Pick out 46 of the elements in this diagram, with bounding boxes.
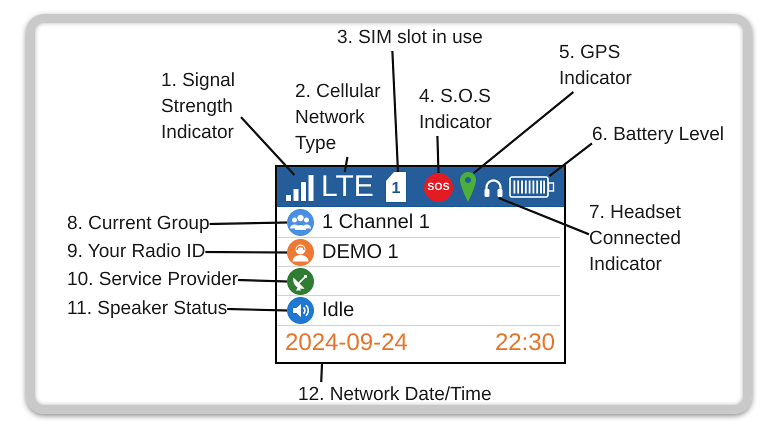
leader-line xyxy=(436,136,440,174)
user-icon xyxy=(287,239,314,266)
network-type-label: LTE xyxy=(321,172,374,202)
sim-card: 1 xyxy=(386,172,406,202)
location-pin-icon xyxy=(460,172,476,202)
date-text: 2024-09-24 xyxy=(285,329,408,357)
time-text: 22:30 xyxy=(494,329,555,357)
device-screen xyxy=(275,165,566,364)
list-row xyxy=(277,267,560,296)
leader-line xyxy=(227,308,288,312)
callout-label: 5. GPS Indicator xyxy=(559,40,639,92)
speaker-icon xyxy=(287,297,314,324)
callout-label: 7. Headset Connected Indicator xyxy=(589,200,695,278)
signal-bars-icon xyxy=(286,175,314,201)
leader-line xyxy=(205,250,287,254)
list-row xyxy=(277,207,560,238)
callout-label: 8. Current Group xyxy=(67,211,210,237)
callout-label: 1. Signal Strength Indicator xyxy=(161,68,241,146)
list-row xyxy=(277,296,560,326)
callout-label: 11. Speaker Status xyxy=(67,296,228,322)
leader-line xyxy=(240,116,296,176)
leader-line xyxy=(344,156,349,172)
list-row xyxy=(277,238,560,267)
callout-label: 12. Network Date/Time xyxy=(298,382,492,408)
leader-line xyxy=(498,196,590,236)
leader-line xyxy=(472,91,574,174)
radio-id-text: DEMO 1 xyxy=(322,240,399,264)
callout-label: 9. Your Radio ID xyxy=(67,239,206,265)
leader-line xyxy=(391,50,400,172)
sos-indicator: SOS xyxy=(424,173,453,202)
callout-label: 3. SIM slot in use xyxy=(337,25,483,51)
battery-icon xyxy=(509,176,555,198)
leader-line xyxy=(238,278,288,283)
channel-name: 1 Channel 1 xyxy=(322,210,430,234)
status-bar xyxy=(277,167,564,207)
callout-label: 2. Cellular Network Type xyxy=(295,79,387,157)
speaker-status-text: Idle xyxy=(322,298,354,322)
callout-label: 10. Service Provider xyxy=(67,267,238,293)
leader-line xyxy=(548,142,593,177)
callout-label: 4. S.O.S Indicator xyxy=(419,84,499,136)
leader-line xyxy=(210,221,288,226)
leader-line xyxy=(320,362,324,382)
callout-label: 6. Battery Level xyxy=(592,122,724,148)
satellite-dish-icon xyxy=(287,268,314,295)
group-icon xyxy=(287,209,314,236)
headphones-icon xyxy=(483,177,504,198)
